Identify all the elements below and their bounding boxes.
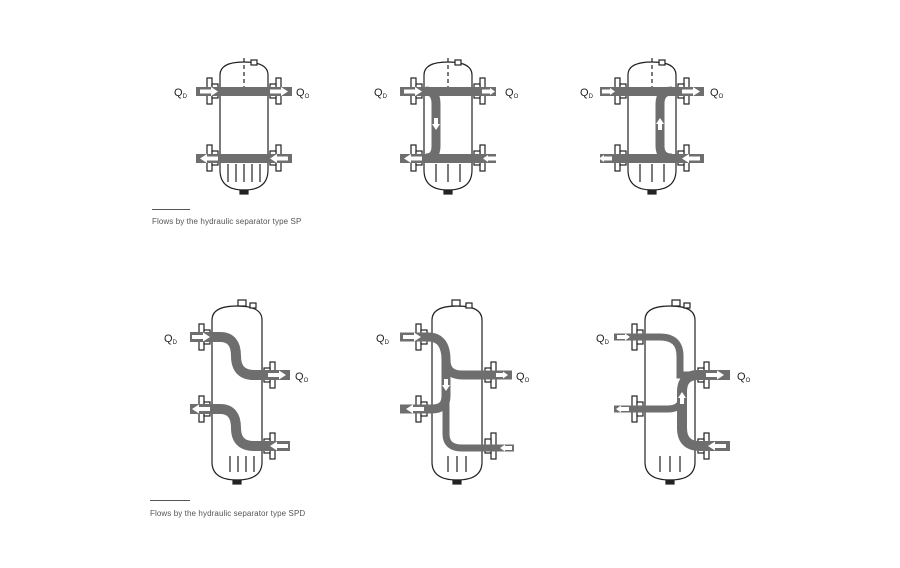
flow-arrows [403, 332, 512, 452]
flow-arrows [599, 87, 700, 163]
caption-rule-spd [150, 500, 190, 501]
flow-arrows [200, 87, 288, 163]
sp-diagram-demand-surplus [599, 58, 704, 195]
spd-diagram-supply-surplus [400, 299, 514, 485]
sp-diagram-supply-surplus [400, 58, 496, 195]
label-qd: QD [596, 333, 610, 346]
caption-rule-sp [152, 209, 190, 210]
flow-labels: QD QO QD QO QD QO QD QO QD QO QD QO [164, 87, 751, 384]
flow-paths [190, 332, 290, 451]
label-qd: QD [376, 333, 390, 346]
flow-arrows [404, 87, 496, 163]
separator-body [211, 299, 263, 485]
separator-body [423, 58, 473, 195]
caption-sp: Flows by the hydraulic separator type SP [152, 217, 302, 226]
caption-spd: Flows by the hydraulic separator type SP… [150, 509, 306, 518]
flanges [631, 323, 710, 460]
label-qo: QO [737, 371, 751, 384]
flow-paths [614, 333, 730, 451]
label-qd: QD [374, 87, 388, 100]
spd-diagram-demand-surplus [614, 299, 730, 485]
flow-paths [196, 87, 292, 163]
label-qo: QO [516, 371, 530, 384]
sp-diagram-balanced [196, 58, 292, 195]
label-qo: QO [296, 87, 310, 100]
separator-body [431, 299, 483, 485]
label-qd: QD [164, 333, 178, 346]
label-qo: QO [505, 87, 519, 100]
label-qd: QD [580, 87, 594, 100]
label-qo: QO [710, 87, 724, 100]
separator-body [219, 58, 269, 195]
flow-arrows [616, 333, 726, 451]
spd-diagram-balanced [190, 299, 290, 485]
separator-body [644, 299, 696, 485]
label-qd: QD [174, 87, 188, 100]
flow-arrows [192, 332, 288, 451]
flanges [415, 323, 497, 460]
separator-body [627, 58, 677, 195]
flow-paths [400, 332, 514, 452]
label-qo: QO [295, 371, 309, 384]
